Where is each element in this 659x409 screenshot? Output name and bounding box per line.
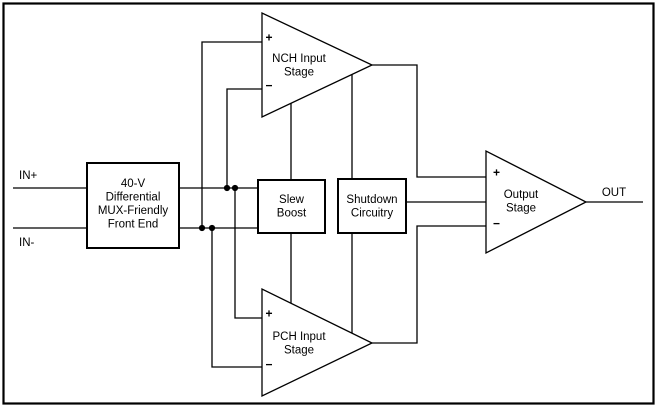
shutdown-circuitry-box	[337, 178, 407, 234]
wire-nch-minus-branch	[226, 88, 262, 188]
front-end-box	[86, 162, 180, 249]
shutdown-circuitry-label: Shutdown Circuitry	[346, 194, 397, 220]
nch-input-stage-label: NCH Input Stage + −	[265, 31, 326, 93]
wire-pch-output	[372, 225, 486, 344]
junction-dot	[223, 184, 231, 192]
slew-boost-label: Slew Boost	[277, 194, 307, 220]
junction-dot	[231, 184, 239, 192]
nch-input-stage-label-line: NCH Input	[272, 53, 326, 65]
wire-pch-minus-branch	[211, 228, 262, 368]
wire-nch-output	[372, 64, 486, 178]
nch-input-stage-triangle	[261, 11, 374, 119]
nch-input-stage-label-line: Stage	[284, 67, 314, 79]
nch-plus-sign: +	[265, 31, 272, 45]
diagram-border	[2, 2, 655, 405]
junction-dot	[198, 224, 206, 232]
wire-pch-plus-branch	[234, 188, 262, 319]
wire-nch-plus-branch	[201, 41, 262, 228]
pch-input-stage-triangle	[261, 287, 374, 398]
pch-input-stage-label-line: Stage	[284, 345, 314, 357]
in-minus-label: IN-	[19, 237, 35, 249]
pch-input-stage-label: PCH Input Stage + −	[265, 307, 326, 372]
nch-minus-sign: −	[265, 79, 272, 93]
output-stage-label-line: Output	[504, 189, 539, 201]
pch-input-stage-label-line: PCH Input	[272, 331, 326, 343]
front-end-label: 40-V Differential MUX-Friendly Front End	[98, 178, 169, 231]
slew-boost-label-line: Boost	[277, 208, 307, 220]
front-end-label-line: 40-V	[121, 178, 146, 190]
slew-boost-label-line: Slew	[279, 194, 305, 206]
junction-dot	[208, 224, 216, 232]
output-plus-sign: +	[493, 166, 500, 180]
front-end-label-line: Differential	[106, 192, 161, 204]
output-stage-label-line: Stage	[506, 203, 536, 215]
front-end-label-line: Front End	[108, 219, 159, 231]
out-label: OUT	[602, 187, 626, 199]
slew-boost-box	[257, 179, 326, 234]
shutdown-circuitry-label-line: Shutdown	[346, 194, 397, 206]
output-stage-triangle	[485, 149, 588, 255]
front-end-label-line: MUX-Friendly	[98, 205, 169, 217]
pch-minus-sign: −	[265, 358, 272, 372]
output-stage-label: Output Stage + −	[493, 166, 539, 231]
pch-plus-sign: +	[265, 307, 272, 321]
in-plus-label: IN+	[19, 170, 38, 182]
shutdown-circuitry-label-line: Circuitry	[351, 208, 393, 220]
output-minus-sign: −	[493, 217, 500, 231]
